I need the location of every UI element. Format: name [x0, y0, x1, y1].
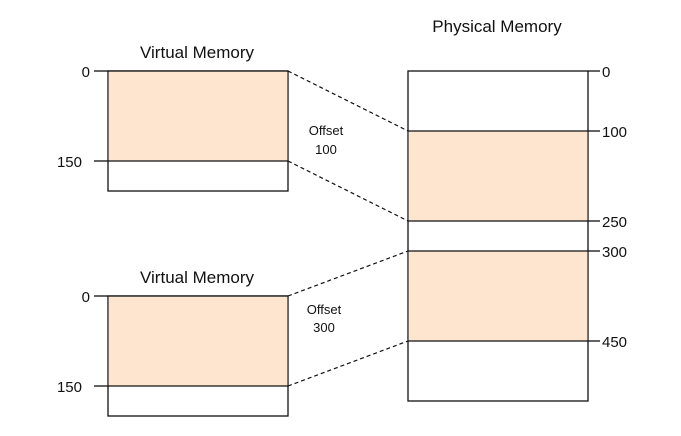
virtual-top-ticks: 0 150	[57, 64, 108, 171]
physical-memory-box	[407, 70, 589, 402]
virtual-memory-bottom-box	[107, 295, 289, 417]
mapping-line	[287, 340, 409, 387]
physical-memory-title: Physical Memory	[432, 17, 562, 36]
virtual-bottom-tick-label: 0	[82, 289, 90, 306]
virtual-memory-top-box	[107, 70, 289, 192]
physical-segment-2	[408, 251, 588, 341]
physical-ticks: 0 100 250 300 450	[588, 64, 627, 351]
physical-tick-label: 450	[602, 334, 627, 351]
offset-top-value: 100	[315, 142, 337, 157]
physical-segment-1	[408, 131, 588, 221]
virtual-top-tick-label: 0	[82, 64, 90, 81]
physical-tick-label: 100	[602, 124, 627, 141]
physical-tick-label: 250	[602, 214, 627, 231]
virtual-bottom-ticks: 0 150	[57, 289, 108, 396]
virtual-memory-bottom-title: Virtual Memory	[140, 268, 254, 287]
physical-tick-label: 300	[602, 244, 627, 261]
offset-bottom-label: Offset	[307, 302, 342, 317]
offset-bottom-value: 300	[313, 320, 335, 335]
virtual-memory-top-title: Virtual Memory	[140, 43, 254, 62]
mapping-line	[287, 160, 409, 222]
virtual-bottom-tick-label: 150	[57, 379, 82, 396]
offset-top-label: Offset	[309, 123, 344, 138]
mapping-line	[287, 70, 409, 132]
virtual-top-segment	[108, 71, 288, 161]
virtual-top-tick-label: 150	[57, 154, 82, 171]
mapping-line	[287, 250, 409, 297]
virtual-bottom-segment	[108, 296, 288, 386]
physical-tick-label: 0	[602, 64, 610, 81]
